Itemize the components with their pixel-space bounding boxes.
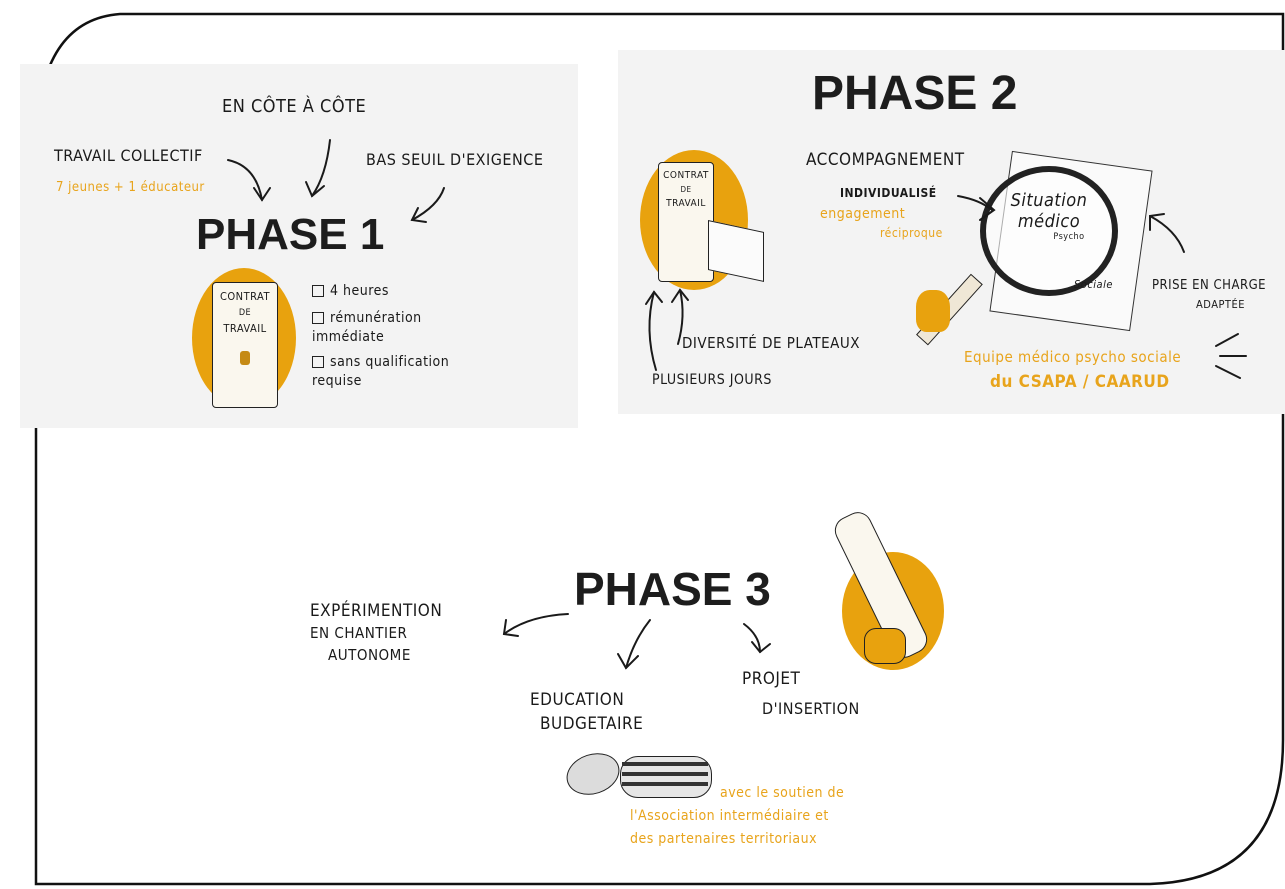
arrow-icon <box>503 613 569 635</box>
phase2-team-line2: du CSAPA / CAARUD <box>990 372 1170 392</box>
budget-line: BUDGETAIRE <box>540 714 644 734</box>
phase2-team-line1: Equipe médico psycho sociale <box>964 348 1182 366</box>
arrow-icon <box>957 195 993 211</box>
support-line: des partenaires territoriaux <box>630 831 818 847</box>
arrow-icon <box>617 653 639 670</box>
checklist-item: sans qualification requise <box>312 354 450 389</box>
support-line: avec le soutien de <box>720 785 845 801</box>
arrow-icon <box>410 207 427 223</box>
seal-icon <box>240 351 250 365</box>
phase2-contract-line: TRAVAIL <box>666 198 706 209</box>
arrow-icon <box>1215 365 1241 379</box>
magnifier-icon: Situation médico Psycho <box>980 166 1118 296</box>
arrow-icon <box>1149 215 1185 253</box>
checkbox-icon <box>312 356 324 368</box>
arrow-icon <box>671 288 689 303</box>
phase1-title: PHASE 1 <box>196 210 385 259</box>
phase1-panel <box>20 64 578 428</box>
checklist-item: rémunération immédiate <box>312 310 422 345</box>
arrow-icon <box>502 619 519 637</box>
budget-line: EDUCATION <box>530 690 625 710</box>
phase3-project: PROJET D'INSERTION <box>742 664 860 724</box>
fist-icon <box>864 628 906 664</box>
checkbox-icon <box>312 285 324 297</box>
magnifier-text: Sociale <box>1074 278 1113 291</box>
phase2-contract-scroll: CONTRAT DE TRAVAIL <box>658 162 714 282</box>
arrow-icon <box>411 187 445 221</box>
phase2-care-line1: PRISE EN CHARGE <box>1152 278 1267 293</box>
phase2-engagement: engagement <box>820 206 906 222</box>
phase1-left-label: TRAVAIL COLLECTIF <box>54 146 203 165</box>
arrow-icon <box>253 187 271 202</box>
arrow-icon <box>743 623 761 653</box>
phase2-accompaniment: ACCOMPAGNEMENT <box>806 150 965 170</box>
arrow-icon <box>625 619 651 669</box>
phase2-reciprocal: réciproque <box>880 226 943 240</box>
phase1-contract-scroll: CONTRAT DE TRAVAIL <box>212 282 278 408</box>
arrow-icon <box>311 139 331 197</box>
checkbox-icon <box>312 312 324 324</box>
arrow-icon <box>305 181 325 198</box>
phase1-left-sublabel: 7 jeunes + 1 éducateur <box>56 180 205 195</box>
magnifier-text: Psycho <box>1053 232 1085 242</box>
support-line: l'Association intermédiaire et <box>630 808 829 824</box>
phase3-support: avec le soutien de l'Association intermé… <box>630 782 844 851</box>
phase2-care-line2: ADAPTÉE <box>1196 298 1245 311</box>
experiment-line: EXPÉRIMENTION <box>310 601 443 621</box>
phase2-contract-line: DE <box>680 185 692 194</box>
phase2-individual: INDIVIDUALISÉ <box>840 186 937 200</box>
phase2-title: PHASE 2 <box>812 67 1018 120</box>
experiment-line: AUTONOME <box>328 646 411 664</box>
magnifier-text: Situation <box>1010 190 1088 211</box>
phase3-budget: EDUCATION BUDGETAIRE <box>530 688 643 736</box>
phase2-contract-line: CONTRAT <box>663 170 709 181</box>
phase1-right-label: BAS SEUIL D'EXIGENCE <box>366 150 544 169</box>
checklist-item: 4 heures <box>312 282 462 301</box>
experiment-line: EN CHANTIER <box>310 624 408 642</box>
phase1-top-label: EN CÔTE À CÔTE <box>222 96 367 117</box>
phase3-experiment: EXPÉRIMENTION EN CHANTIER AUTONOME <box>310 600 442 666</box>
arrow-icon <box>227 159 263 201</box>
project-line: PROJET <box>742 669 801 689</box>
magnifier-text: médico <box>1017 211 1081 232</box>
phase3-title: PHASE 3 <box>574 563 771 615</box>
phase1-contract-line: DE <box>238 308 252 318</box>
phase2-days: PLUSIEURS JOURS <box>652 372 772 388</box>
arrow-icon <box>751 641 771 654</box>
phase1-contract-line: TRAVAIL <box>223 322 267 335</box>
arrow-icon <box>648 291 657 371</box>
hand-icon <box>916 290 950 332</box>
arrow-icon <box>979 197 996 221</box>
arrow-icon <box>677 289 684 345</box>
arrow-icon <box>645 290 663 305</box>
phase1-checklist: 4 heures rémunération immédiate sans qua… <box>312 282 462 391</box>
phase1-contract-line: CONTRAT <box>219 290 271 303</box>
project-line: D'INSERTION <box>762 699 860 718</box>
arrow-icon <box>1215 333 1239 347</box>
arrow-icon <box>1149 213 1165 231</box>
coins-icon <box>561 746 716 802</box>
phase2-diversity: DIVERSITÉ DE PLATEAUX <box>682 334 860 352</box>
